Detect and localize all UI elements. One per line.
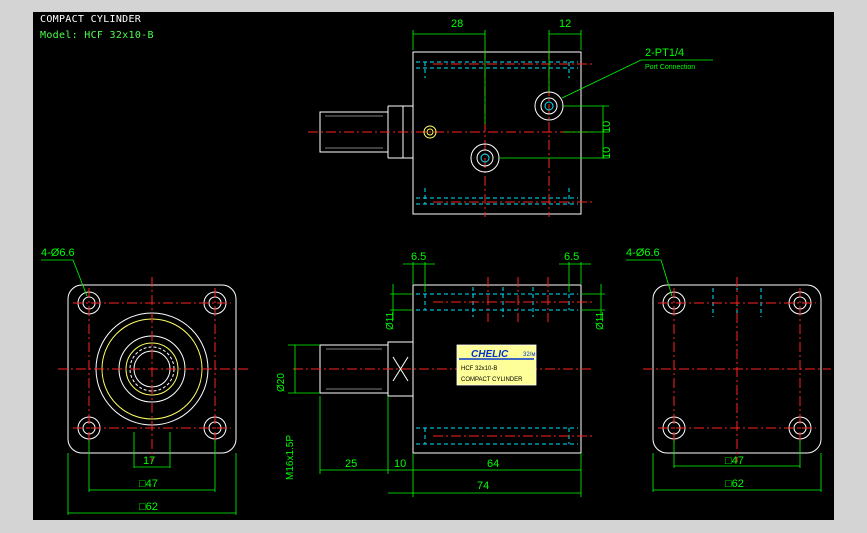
top-view-dimensions (412, 30, 713, 159)
dim-10a: 10 (601, 121, 613, 133)
holes-callout-right: 4-Ø6.6 (626, 247, 660, 259)
label-unit: 32/ᴍ (523, 352, 535, 358)
cad-viewport[interactable]: COMPACT CYLINDER Model: HCF 32x10-B (33, 12, 834, 520)
label-brand: CHELIC (471, 349, 509, 360)
drawing-title: COMPACT CYLINDER (40, 14, 142, 25)
model-line: Model: HCF 32x10-B (40, 30, 154, 41)
dim-dia20: Ø20 (276, 373, 287, 392)
top-view-body (412, 51, 582, 215)
dim-10: 10 (394, 458, 406, 470)
dim-12: 12 (559, 18, 571, 30)
dim-6-5-right: 6.5 (564, 251, 579, 263)
dim-28: 28 (451, 18, 463, 30)
right-view-dimensions (626, 259, 822, 492)
dim-25: 25 (345, 458, 357, 470)
left-view-dimensions (41, 259, 237, 515)
dim-17: 17 (143, 455, 155, 467)
holes-callout-left: 4-Ø6.6 (41, 247, 75, 259)
top-view (308, 50, 593, 217)
front-view (293, 277, 593, 454)
model-label: Model: (40, 30, 78, 41)
dim-left-sq47: □47 (139, 478, 158, 490)
dim-dia11-left: Ø11 (385, 311, 396, 330)
dim-64: 64 (487, 458, 499, 470)
dim-6-5-left: 6.5 (411, 251, 426, 263)
dim-dia11-right: Ø11 (595, 311, 606, 330)
label-model: HCF 32x10-B (461, 366, 497, 372)
dim-right-sq62: □62 (725, 478, 744, 490)
dim-thread: M16x1.5P (285, 435, 296, 480)
dim-74: 74 (477, 480, 489, 492)
right-end-view (643, 277, 831, 462)
port-count-callout: 2-PT1/4 (645, 47, 684, 59)
label-plate (456, 344, 537, 386)
dim-left-sq62: □62 (139, 501, 158, 513)
label-name: COMPACT CYLINDER (461, 377, 523, 383)
front-view-dimensions (288, 262, 605, 497)
port-connection-callout: Port Connection (645, 64, 695, 71)
left-end-view (58, 277, 248, 462)
model-value: HCF 32x10-B (84, 30, 154, 41)
cad-drawing: 28 12 10 10 2-PT1/4 Port Connection (41, 18, 831, 515)
dim-10b: 10 (601, 147, 613, 159)
dim-right-sq47: □47 (725, 455, 744, 467)
